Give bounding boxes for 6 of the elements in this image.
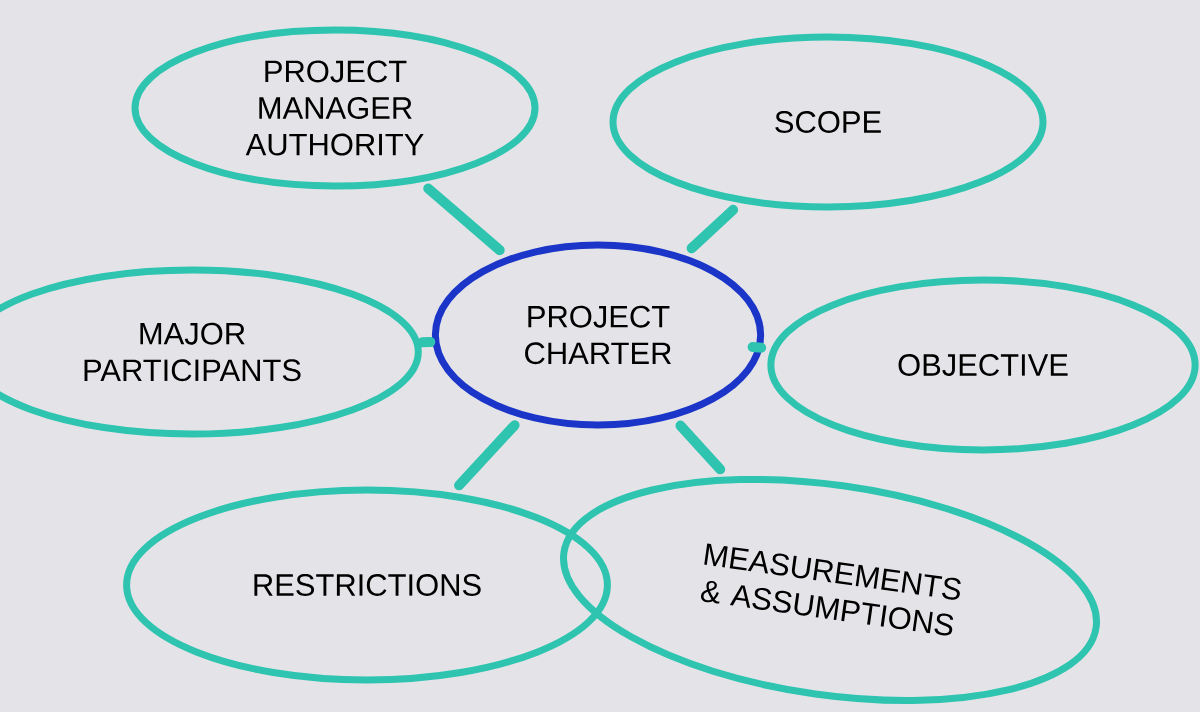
- connector-stroke: [675, 420, 726, 475]
- connector-stroke: [417, 337, 436, 348]
- connector-stroke: [454, 420, 520, 491]
- connector-stroke: [686, 204, 739, 254]
- connector-stroke: [747, 342, 767, 353]
- connector-stroke: [423, 183, 505, 256]
